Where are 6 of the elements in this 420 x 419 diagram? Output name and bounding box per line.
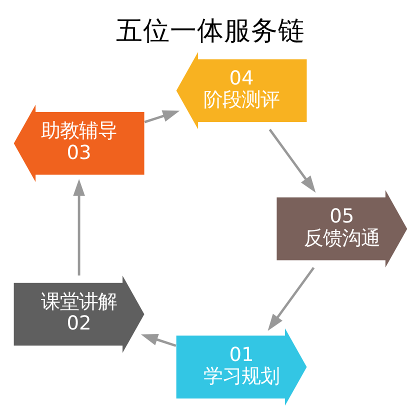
arrow (268, 128, 316, 193)
arrow (72, 178, 84, 276)
arrow (267, 266, 314, 331)
arrow (144, 110, 180, 124)
arrow (140, 334, 176, 347)
diagram-title: 五位一体服务链 (116, 15, 304, 46)
